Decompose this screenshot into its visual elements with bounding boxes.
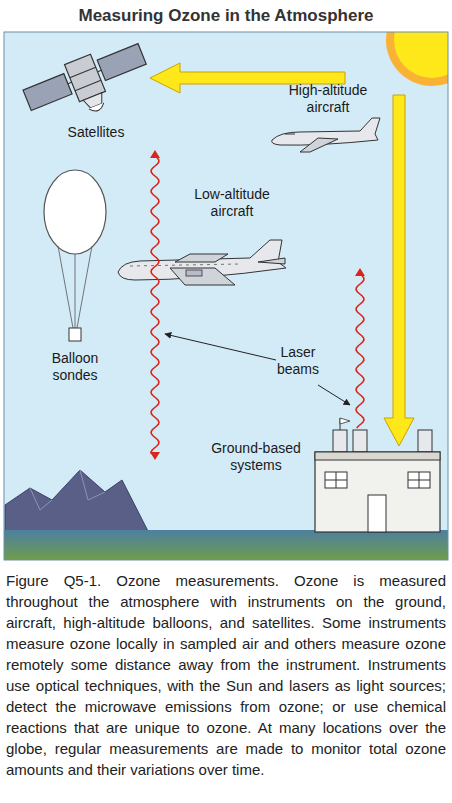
drawing-part bbox=[170, 268, 235, 285]
drawing-part bbox=[408, 472, 430, 488]
drawing-part bbox=[315, 452, 440, 532]
mountains bbox=[5, 470, 150, 535]
beam-head bbox=[150, 150, 160, 158]
drawing-part bbox=[23, 74, 72, 111]
panel-border bbox=[4, 32, 448, 560]
drawing-part bbox=[315, 452, 440, 460]
drawing-part bbox=[89, 103, 106, 114]
drawing-part bbox=[258, 258, 285, 264]
drawing-part bbox=[44, 170, 106, 254]
part-label: High-altitude aircraft bbox=[278, 82, 378, 116]
part-label: Ground-based systems bbox=[204, 440, 308, 474]
part-label: Low-altitude aircraft bbox=[184, 186, 280, 220]
drawing-part bbox=[69, 328, 81, 341]
drawing-part bbox=[118, 240, 286, 280]
balloon bbox=[44, 170, 106, 341]
laser-beam bbox=[151, 156, 159, 454]
drawing-part bbox=[368, 495, 386, 532]
drawing-part bbox=[394, 32, 448, 78]
leader-line bbox=[318, 385, 350, 405]
mountain-ridge bbox=[30, 470, 105, 510]
sun bbox=[386, 32, 448, 86]
drawing-part bbox=[68, 82, 72, 83]
drawing-part bbox=[186, 270, 202, 276]
drawing-part bbox=[340, 418, 350, 424]
drawing-part bbox=[386, 32, 448, 86]
low-altitude-aircraft bbox=[118, 240, 286, 285]
ground-station bbox=[315, 418, 440, 532]
laser-beams bbox=[150, 150, 365, 460]
laser-beam bbox=[356, 274, 364, 428]
drawing-part bbox=[353, 430, 367, 452]
drawing-part bbox=[325, 472, 347, 488]
drawing-part bbox=[130, 264, 240, 266]
beam-head bbox=[355, 268, 365, 276]
satellite bbox=[20, 36, 156, 133]
leader-line bbox=[165, 334, 276, 360]
ground bbox=[4, 530, 448, 560]
drawing-part bbox=[75, 80, 101, 90]
title: Measuring Ozone in the Atmosphere bbox=[0, 6, 452, 26]
drawing-part bbox=[58, 246, 92, 328]
drawing-part bbox=[408, 480, 430, 481]
drawing-part bbox=[300, 138, 338, 152]
part-label: Laser beams bbox=[272, 344, 324, 378]
figure-caption: Figure Q5-1. Ozone measurements. Ozone i… bbox=[6, 570, 446, 780]
drawing-part bbox=[285, 134, 295, 135]
high-altitude-jet bbox=[272, 118, 380, 152]
drawing-part bbox=[333, 430, 347, 452]
drawing-part bbox=[70, 67, 96, 77]
sky-panel bbox=[4, 32, 448, 560]
drawing-part bbox=[325, 480, 347, 481]
beam-head bbox=[150, 452, 160, 460]
part-label: Balloon sondes bbox=[43, 350, 107, 384]
drawing-part bbox=[175, 254, 228, 262]
drawing-part bbox=[98, 70, 102, 71]
sunlight-arrow bbox=[384, 95, 414, 446]
drawing-part bbox=[418, 430, 432, 452]
part-label: Satellites bbox=[51, 124, 141, 141]
drawing-part bbox=[97, 44, 146, 81]
